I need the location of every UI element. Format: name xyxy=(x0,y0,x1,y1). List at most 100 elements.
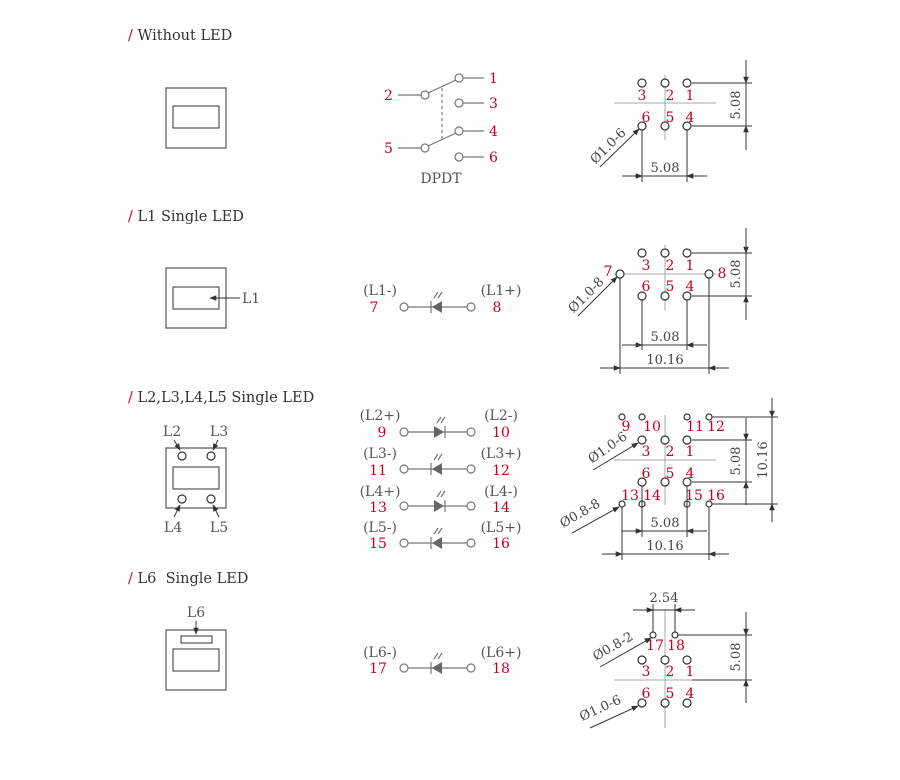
pin-label: 1 xyxy=(686,444,695,460)
front-view: L2 L3 L4 L5 xyxy=(163,424,228,536)
pin-label: 2 xyxy=(666,258,675,274)
dpdt-schematic: 1 2 3 4 5 6 DPDT xyxy=(384,71,498,187)
led-label: L3 xyxy=(210,424,228,440)
pin-label: 11 xyxy=(686,419,704,435)
led-pin-name: (L4-) xyxy=(484,484,518,500)
pin-label: 5 xyxy=(666,279,675,295)
pin-label: 5 xyxy=(666,110,675,126)
pin-label: 3 xyxy=(489,96,498,112)
section-l6-single-led: / L6 Single LED L6 (L6-) 17 (L6+) 18 xyxy=(128,571,752,729)
front-view xyxy=(165,87,227,149)
footprint: 3 2 1 7 8 6 5 4 5.08 5.08 10.16 xyxy=(566,228,752,374)
dim-pitch-v: 5.08 xyxy=(729,260,744,289)
pin-label: 15 xyxy=(685,488,703,504)
pin-label: 6 xyxy=(642,279,651,295)
led-pin-name: (L2+) xyxy=(360,408,401,424)
pin-label: 17 xyxy=(646,638,664,654)
section-title: / L6 Single LED xyxy=(128,571,248,587)
led-schematic: (L6-) 17 (L6+) 18 xyxy=(363,645,521,677)
dim-span-v: 10.16 xyxy=(756,441,771,478)
schematic-caption: DPDT xyxy=(420,171,462,187)
led-row: (L3-) 11 (L3+) 12 xyxy=(363,446,521,479)
pin-label: 4 xyxy=(686,110,695,126)
dim-span-h: 10.16 xyxy=(646,539,683,554)
pin-label: 4 xyxy=(686,279,695,295)
pin-label: 6 xyxy=(642,686,651,702)
section-l1-single-led: / L1 Single LED L1 (L1-) 7 (L1+) 8 xyxy=(128,209,752,374)
pin-label: 2 xyxy=(666,444,675,460)
dim-span: 10.16 xyxy=(646,353,683,368)
dim-pitch-h: 5.08 xyxy=(651,330,680,345)
led-label: L4 xyxy=(164,520,182,536)
pin-label: 6 xyxy=(642,466,651,482)
footprint: 9 10 11 12 3 2 1 6 5 4 13 14 15 16 5.08 xyxy=(557,398,778,560)
pin-label: 5 xyxy=(384,141,393,157)
led-pin-name: (L1-) xyxy=(363,283,397,299)
led-row: (L5-) 15 (L5+) 16 xyxy=(363,520,521,552)
pin-label: 11 xyxy=(369,463,387,479)
pin-label: 13 xyxy=(369,500,387,516)
pin-label: 4 xyxy=(686,466,695,482)
pin-label: 3 xyxy=(642,258,651,274)
led-label: L1 xyxy=(242,291,260,307)
section-title: / L2,L3,L4,L5 Single LED xyxy=(128,390,314,406)
pin-label: 12 xyxy=(492,463,510,479)
pin-label: 9 xyxy=(378,425,387,441)
pin-label: 6 xyxy=(642,110,651,126)
section-l2-l5-single-led: / L2,L3,L4,L5 Single LED L2 L3 L4 L5 (L2… xyxy=(128,390,778,560)
front-view: L1 xyxy=(165,267,260,329)
led-schematics: (L2+) 9 (L2-) 10 (L3-) 11 (L3+) 12 xyxy=(360,408,522,552)
led-row: (L4+) 13 (L4-) 14 xyxy=(360,484,518,516)
led-pin-name: (L5+) xyxy=(481,520,522,536)
pin-label: 10 xyxy=(492,425,510,441)
led-schematic: (L1-) 7 (L1+) 8 xyxy=(363,283,521,316)
led-label: L2 xyxy=(163,424,181,440)
pin-label: 2 xyxy=(384,88,393,104)
pin-label: 16 xyxy=(492,536,510,552)
pin-label: 14 xyxy=(643,488,661,504)
pin-label: 3 xyxy=(642,664,651,680)
led-pin-name: (L6-) xyxy=(363,645,397,661)
dim-pitch-h: 5.08 xyxy=(651,516,680,531)
pin-label: 8 xyxy=(718,266,727,282)
footprint: 3 2 1 6 5 4 5.08 5.08 Ø1.0-6 xyxy=(588,60,752,182)
section-title: / L1 Single LED xyxy=(128,209,244,225)
section-without-led: / Without LED 1 2 3 4 5 6 xyxy=(128,28,752,187)
led-label: L6 xyxy=(187,605,205,621)
led-pin-name: (L3+) xyxy=(481,446,522,462)
dim-hole: Ø1.0-6 xyxy=(588,126,630,168)
pin-label: 2 xyxy=(666,88,675,104)
pin-label: 12 xyxy=(707,419,725,435)
dim-hole-small: Ø0.8-8 xyxy=(557,496,603,531)
pin-label: 3 xyxy=(642,444,651,460)
pin-label: 18 xyxy=(492,661,510,677)
pin-label: 5 xyxy=(666,686,675,702)
pin-label: 9 xyxy=(622,419,631,435)
pin-label: 14 xyxy=(492,500,510,516)
pin-label: 2 xyxy=(666,664,675,680)
pin-label: 1 xyxy=(686,258,695,274)
led-pin-name: (L3-) xyxy=(363,446,397,462)
pin-label: 3 xyxy=(638,88,647,104)
pin-label: 16 xyxy=(707,488,725,504)
led-pin-name: (L6+) xyxy=(481,645,522,661)
dim-pitch-h: 5.08 xyxy=(651,161,680,176)
pin-label: 13 xyxy=(621,488,639,504)
pin-label: 4 xyxy=(489,124,498,140)
pin-label: 10 xyxy=(643,419,661,435)
pin-label: 1 xyxy=(489,71,498,87)
led-label: L5 xyxy=(210,520,228,536)
pin-label: 8 xyxy=(493,300,502,316)
pin-label: 6 xyxy=(489,150,498,166)
led-pin-name: (L1+) xyxy=(481,283,522,299)
front-view: L6 xyxy=(165,605,227,691)
pin-label: 1 xyxy=(686,664,695,680)
pin-label: 7 xyxy=(604,264,613,280)
section-title: / Without LED xyxy=(128,28,232,44)
led-pin-name: (L5-) xyxy=(363,520,397,536)
pin-label: 15 xyxy=(369,536,387,552)
led-pin-name: (L2-) xyxy=(484,408,518,424)
pin-label: 17 xyxy=(369,661,387,677)
dim-pitch-small: 2.54 xyxy=(650,591,679,606)
